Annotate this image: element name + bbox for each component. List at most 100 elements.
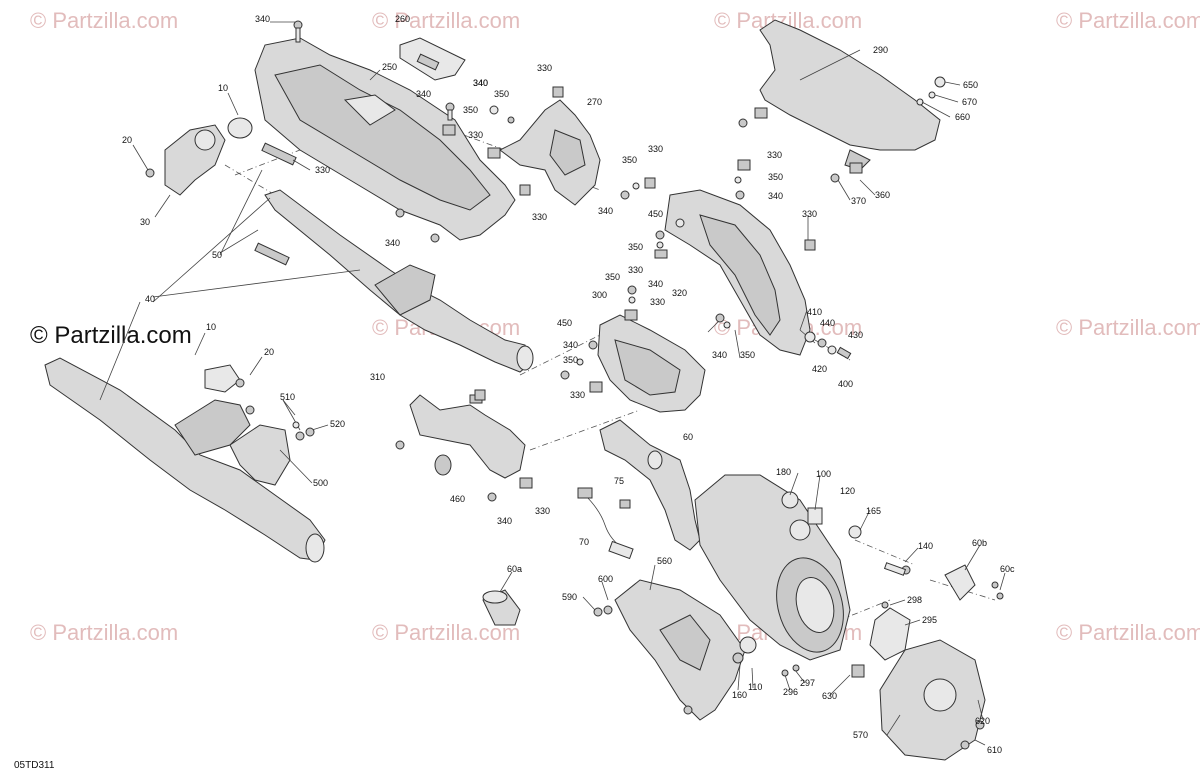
part-label-10: 10 [206,322,216,332]
part-label-110: 110 [748,682,762,692]
part-label-410: 410 [807,307,822,317]
part-label-75: 75 [614,476,624,486]
part-label-20: 20 [264,347,274,357]
part-label-100: 100 [816,469,831,479]
part-label-570: 570 [853,730,868,740]
heat-shield-290 [759,19,946,171]
part-label-340: 340 [497,516,512,526]
part-label-295: 295 [922,615,937,625]
part-label-330: 330 [535,506,550,516]
part-label-160: 160 [732,690,747,700]
part-label-330: 330 [468,130,483,140]
part-label-630: 630 [822,691,837,701]
part-label-450: 450 [648,209,663,219]
grommet-460 [434,454,452,476]
part-label-330: 330 [532,212,547,222]
part-label-10: 10 [218,83,228,93]
part-label-350: 350 [605,272,620,282]
plate-260 [399,37,466,81]
part-label-650: 650 [963,80,978,90]
part-label-40: 40 [145,294,155,304]
part-label-510: 510 [280,392,295,402]
muffler-100 [694,474,862,661]
part-label-330: 330 [570,390,585,400]
part-label-140: 140 [918,541,933,551]
part-label-560: 560 [657,556,672,566]
part-label-330: 330 [315,165,330,175]
diagram-code: 05TD311 [14,760,55,771]
watermark-text: © Partzilla.com [1056,620,1200,645]
exhaust-pipe-40-left [44,357,326,563]
watermark-text: © Partzilla.com [1056,315,1200,340]
heat-shield-320 [664,189,811,356]
part-label-350: 350 [628,242,643,252]
part-label-340: 340 [648,279,663,289]
part-label-340: 340 [712,350,727,360]
sleeve-60a [482,589,521,626]
part-label-60a: 60a [507,564,522,574]
watermark-text: © Partzilla.com [30,620,178,645]
exhaust-pipe-60 [599,419,701,551]
part-label-310: 310 [370,372,385,382]
exhaust-pipe-40-center [264,189,534,373]
part-label-250: 250 [382,62,397,72]
part-label-340: 340 [255,14,270,24]
part-label-350: 350 [563,355,578,365]
part-label-297: 297 [800,678,815,688]
watermark-text: © Partzilla.com [372,8,520,33]
part-label-165: 165 [866,506,881,516]
part-label-330: 330 [767,150,782,160]
watermark-text: © Partzilla.com [30,8,178,33]
part-label-70: 70 [579,537,589,547]
cover-560 [614,579,746,721]
part-label-350: 350 [622,155,637,165]
part-label-260: 260 [395,14,410,24]
bracket-500 [229,424,291,486]
part-label-30: 30 [140,217,150,227]
part-label-60b: 60b [972,538,987,548]
part-label-600: 600 [598,574,613,584]
part-label-340: 340 [768,191,783,201]
part-label-330: 330 [648,144,663,154]
part-label-520: 520 [330,419,345,429]
part-label-670: 670 [962,97,977,107]
part-label-590: 590 [562,592,577,602]
gasket-60b [944,564,976,601]
part-label-350: 350 [494,89,509,99]
part-labels: 340 260 250 10 20 30 330 50 340 340 350 … [122,14,1015,755]
part-label-460: 460 [450,494,465,504]
part-label-350: 350 [768,172,783,182]
flange-gasket-10 [204,364,241,393]
part-label-660: 660 [955,112,970,122]
part-label-350: 350 [463,105,478,115]
hardware [145,20,1004,750]
part-label-420: 420 [812,364,827,374]
part-label-340: 340 [416,89,431,99]
part-label-610: 610 [987,745,1002,755]
part-label-290: 290 [873,45,888,55]
tail-cover-570 [879,639,986,761]
part-label-50: 50 [212,250,222,260]
part-label-360: 360 [875,190,890,200]
part-label-320: 320 [672,288,687,298]
part-label-296: 296 [783,687,798,697]
part-label-350: 350 [740,350,755,360]
shield-295 [869,607,911,661]
part-label-400: 400 [838,379,853,389]
part-label-330: 330 [802,209,817,219]
part-label-370: 370 [851,196,866,206]
watermark-main-text: © Partzilla.com [30,322,192,349]
part-label-330: 330 [650,297,665,307]
part-label-340: 340 [598,206,613,216]
part-label-180: 180 [776,467,791,477]
part-label-298: 298 [907,595,922,605]
part-label-440: 440 [820,318,835,328]
heat-shield-250 [254,37,516,241]
part-label-620: 620 [975,716,990,726]
part-label-330: 330 [628,265,643,275]
elbow-30 [164,117,253,196]
part-label-450: 450 [557,318,572,328]
sensor-70 [577,487,634,560]
part-label-300: 300 [592,290,607,300]
